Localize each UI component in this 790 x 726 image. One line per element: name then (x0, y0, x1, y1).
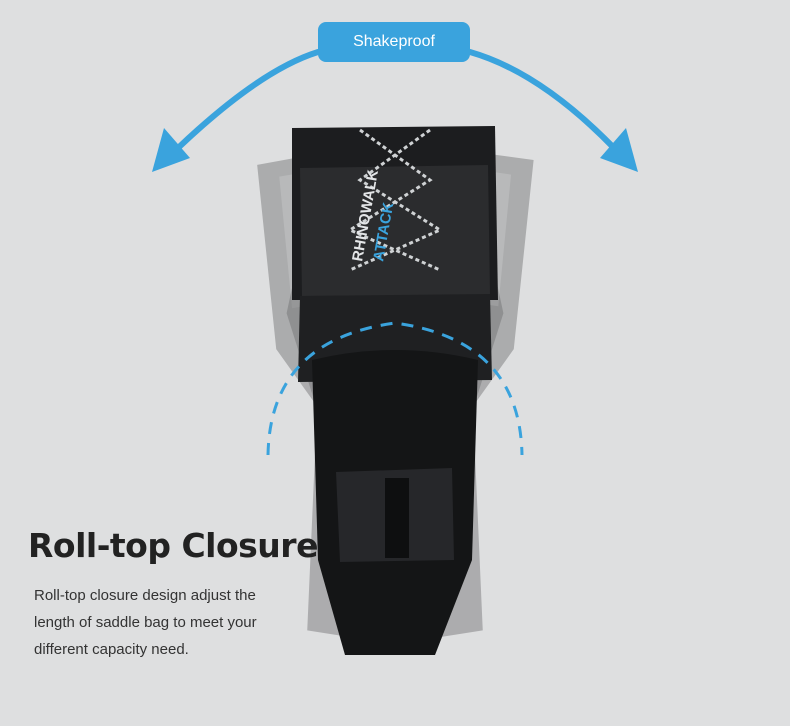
description-line: length of saddle bag to meet your (34, 614, 257, 631)
arrowhead-right-icon (600, 128, 638, 172)
feature-title: Roll-top Closure (28, 526, 318, 565)
shakeproof-arc-arrow (152, 49, 638, 172)
bag-mesh-panel (300, 165, 490, 296)
description-line: Roll-top closure design adjust the (34, 587, 256, 604)
bungee-cord (346, 128, 444, 272)
saddle-bag (266, 126, 524, 655)
feature-description: Roll-top closure design adjust the lengt… (34, 582, 304, 663)
shakeproof-badge: Shakeproof (318, 22, 470, 62)
description-line: different capacity need. (34, 641, 189, 658)
arrowhead-left-icon (152, 128, 190, 172)
roll-top-dashed-line (266, 321, 524, 456)
bag-buckle (385, 478, 409, 558)
